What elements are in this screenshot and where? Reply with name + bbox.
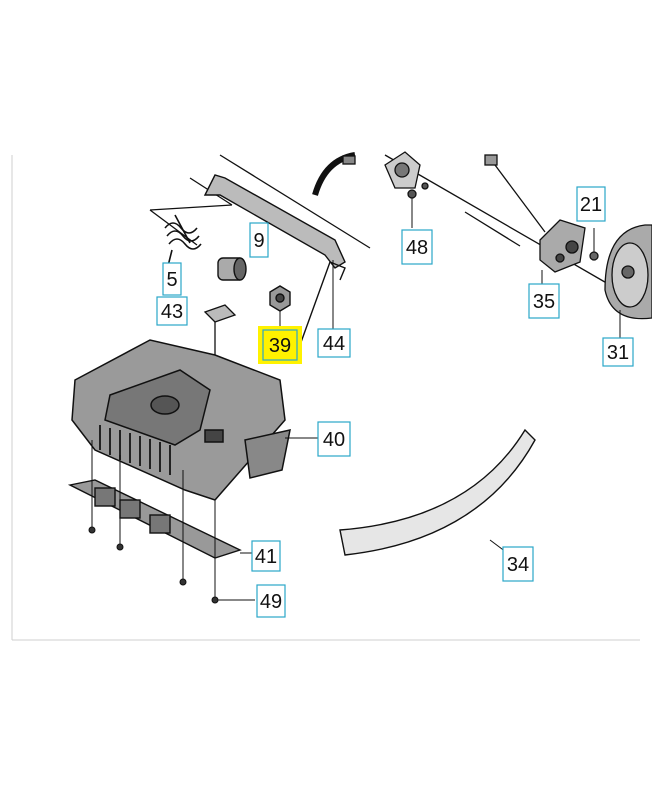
- callout-39: 39: [258, 326, 302, 364]
- callout-box: [528, 283, 560, 319]
- callout-box: [249, 222, 269, 258]
- callout-box: [251, 540, 281, 572]
- callout-number: 43: [161, 301, 183, 323]
- callout-number: 40: [323, 429, 345, 451]
- callout-box: [317, 421, 351, 457]
- callout-number: 39: [269, 335, 291, 357]
- callout-labels: 9 5 43 39 44 48 21 35 31 40 34 41 49: [156, 186, 634, 618]
- callout-number: 5: [166, 269, 177, 291]
- callout-box: [576, 186, 606, 222]
- callout-40: 40: [317, 421, 351, 457]
- callout-box: [156, 296, 188, 326]
- callout-number: 31: [607, 342, 629, 364]
- callout-9: 9: [249, 222, 269, 258]
- callout-41: 41: [251, 540, 281, 572]
- nut-39-part: [269, 285, 291, 330]
- spring-5-part: [164, 214, 202, 271]
- callout-5: 5: [162, 262, 182, 296]
- callout-21: 21: [576, 186, 606, 222]
- callout-box: [262, 329, 298, 361]
- callout-number: 35: [533, 291, 555, 313]
- callout-31: 31: [602, 337, 634, 367]
- right-assembly-parts: [312, 151, 652, 340]
- screws-parts: [88, 440, 255, 604]
- bottom-plate-41-part: [67, 479, 252, 559]
- curved-strip-34-part: [339, 428, 536, 556]
- callout-49: 49: [256, 584, 286, 618]
- callout-34: 34: [502, 546, 534, 582]
- callout-35: 35: [528, 283, 560, 319]
- callout-box: [162, 262, 182, 296]
- callout-box: [602, 337, 634, 367]
- callout-number: 44: [323, 333, 345, 355]
- callout-number: 41: [255, 546, 277, 568]
- callout-box: [256, 584, 286, 618]
- callout-44: 44: [317, 328, 351, 358]
- callout-number: 48: [406, 237, 428, 259]
- callout-box: [401, 229, 433, 265]
- callout-box: [317, 328, 351, 358]
- bracket-44-part: [203, 174, 346, 346]
- callout-number: 34: [507, 554, 529, 576]
- callout-48: 48: [401, 229, 433, 265]
- bushing-9-part: [217, 257, 247, 281]
- callout-box: [502, 546, 534, 582]
- engine-cover-part: [71, 339, 320, 501]
- callout-number: 49: [260, 591, 282, 613]
- callout-number: 21: [580, 194, 602, 216]
- callout-number: 9: [253, 230, 264, 252]
- callout-43: 43: [156, 296, 188, 326]
